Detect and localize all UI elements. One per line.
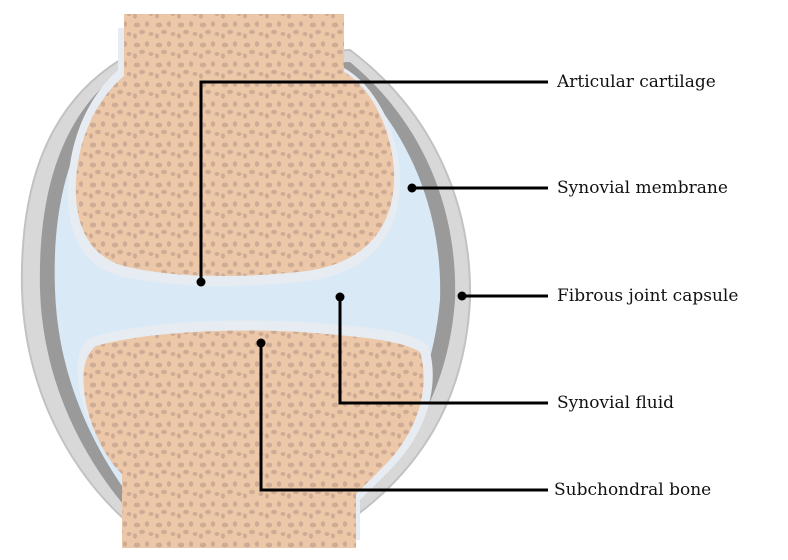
marker-fibrous-joint-capsule bbox=[458, 292, 467, 301]
label-fibrous-joint-capsule: Fibrous joint capsule bbox=[557, 286, 738, 306]
label-articular-cartilage: Articular cartilage bbox=[557, 72, 716, 92]
lower-bone-trabeculae bbox=[84, 331, 424, 548]
marker-articular-cartilage bbox=[197, 278, 206, 287]
label-synovial-membrane: Synovial membrane bbox=[557, 178, 728, 198]
marker-synovial-membrane bbox=[408, 184, 417, 193]
label-subchondral-bone: Subchondral bone bbox=[554, 480, 711, 500]
marker-subchondral-bone bbox=[257, 339, 266, 348]
label-synovial-fluid: Synovial fluid bbox=[557, 393, 674, 413]
marker-synovial-fluid bbox=[336, 293, 345, 302]
